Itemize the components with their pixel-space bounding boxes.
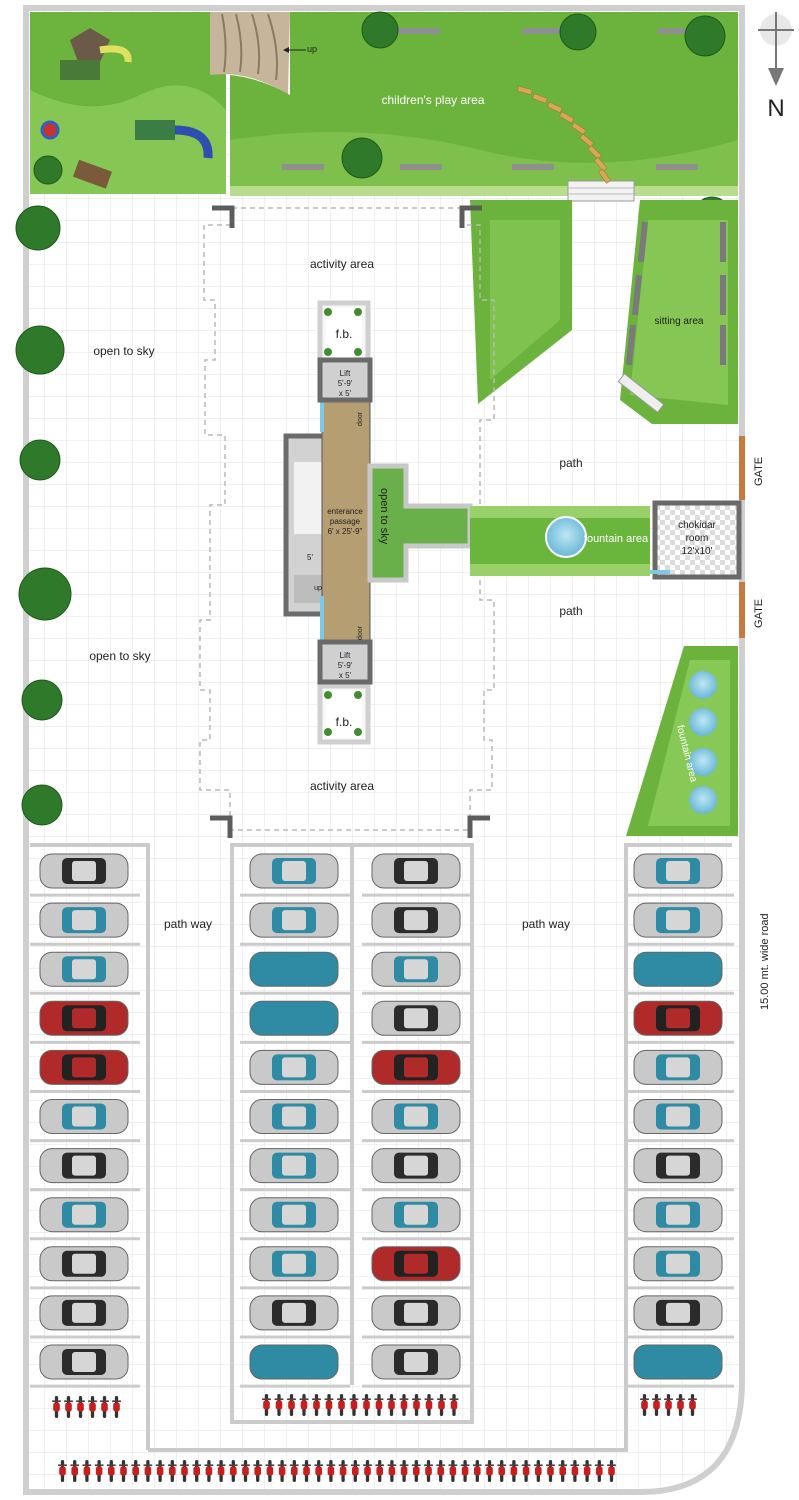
label-open-sky-center: open to sky <box>378 488 390 545</box>
car-teal <box>249 1148 339 1184</box>
label-door-bottom: door <box>357 625 364 640</box>
car-teal <box>633 1049 723 1085</box>
label-lift-bottom-2: 5'-9' <box>338 661 353 670</box>
car-teal <box>371 1197 461 1233</box>
car-gray <box>633 1148 723 1184</box>
label-open-sky-left-top: open to sky <box>93 344 154 358</box>
label-open-sky-left-bottom: open to sky <box>89 649 150 663</box>
car-teal <box>39 951 129 987</box>
label-chokidar-2: room <box>686 533 709 544</box>
car-teal <box>39 1099 129 1134</box>
label-lift-top-2: 5'-9' <box>338 379 353 388</box>
fountain-area-right <box>626 646 738 836</box>
car-gray <box>371 902 461 938</box>
car-teal <box>39 902 129 938</box>
car-red <box>39 1000 129 1036</box>
car-teal <box>249 1246 339 1282</box>
car-red <box>371 1049 461 1085</box>
label-lift-bottom-3: x 5' <box>339 671 352 680</box>
car-teal <box>633 1099 723 1134</box>
car-teal <box>633 1197 723 1233</box>
car-teal <box>249 1049 339 1085</box>
label-path-way-left: path way <box>164 917 212 931</box>
compass-n: N <box>767 95 784 122</box>
label-activity-bottom: activity area <box>310 779 374 793</box>
label-lift-top-3: x 5' <box>339 389 352 398</box>
parking-lines <box>30 843 732 1452</box>
label-up-top: up <box>307 44 317 54</box>
car-gray <box>39 1295 129 1331</box>
car-gray <box>249 1295 339 1331</box>
car-teal <box>371 1099 461 1134</box>
car-teal <box>633 853 723 889</box>
label-lift-bottom-1: Lift <box>340 651 351 660</box>
label-children-play-area: children's play area <box>381 93 484 107</box>
label-chokidar-1: chokidar <box>678 520 716 531</box>
label-fb-top: f.b. <box>336 327 353 341</box>
label-chokidar-3: 12'x10' <box>681 546 712 557</box>
car-red <box>371 1246 461 1282</box>
label-path-way-right: path way <box>522 917 570 931</box>
car-gray <box>633 1295 723 1331</box>
car-teal <box>39 1197 129 1233</box>
central-core <box>283 300 473 745</box>
label-fountain-area: fountain area <box>584 533 649 545</box>
car-teal <box>371 951 461 987</box>
label-sitting-area: sitting area <box>655 316 704 327</box>
building-corners <box>210 205 490 838</box>
car-red <box>633 1000 723 1036</box>
chokidar-room <box>652 500 742 580</box>
car-teal <box>249 902 339 938</box>
car-gray <box>371 1148 461 1184</box>
car-teal <box>249 1197 339 1233</box>
car-gray <box>39 853 129 889</box>
label-fb-bottom: f.b. <box>336 715 353 729</box>
compass-icon <box>758 12 794 86</box>
car-teal-solid <box>633 951 723 987</box>
label-lift-top-1: Lift <box>340 369 351 378</box>
playground-corner <box>30 12 290 194</box>
stall-dividers <box>30 893 734 1388</box>
fountain-walkway <box>470 506 650 576</box>
label-road: 15.00 mt. wide road <box>759 913 771 1010</box>
sitting-area <box>617 200 738 424</box>
car-teal-solid <box>249 1000 339 1036</box>
car-teal <box>633 902 723 938</box>
car-gray <box>371 1344 461 1380</box>
car-gray <box>371 1295 461 1331</box>
label-path-bottom: path <box>559 604 582 618</box>
car-gray <box>39 1344 129 1380</box>
car-teal <box>249 853 339 889</box>
car-teal <box>633 1246 723 1282</box>
car-gray <box>371 853 461 889</box>
label-entrance-2: passage <box>330 517 361 526</box>
car-gray <box>371 1000 461 1036</box>
car-teal <box>249 1099 339 1134</box>
label-entrance-3: 6' x 25'-9" <box>328 527 363 536</box>
label-stair-up: up <box>314 585 322 592</box>
label-path-top: path <box>559 456 582 470</box>
label-entrance-1: enterance <box>327 507 363 516</box>
gate-top <box>739 436 745 500</box>
car-teal-solid <box>249 951 339 987</box>
label-stair-width: 5' <box>307 553 313 562</box>
car-gray <box>39 1246 129 1282</box>
parked-cars <box>39 853 723 1380</box>
activity-building <box>199 207 495 831</box>
car-teal-solid <box>249 1344 339 1380</box>
label-door-top: door <box>357 411 364 426</box>
gate-bottom <box>739 582 745 638</box>
car-teal-solid <box>633 1344 723 1380</box>
label-gate-top: GATE <box>753 457 765 486</box>
label-gate-bottom: GATE <box>753 599 765 628</box>
label-activity-top: activity area <box>310 257 374 271</box>
car-gray <box>39 1148 129 1184</box>
car-red <box>39 1049 129 1085</box>
